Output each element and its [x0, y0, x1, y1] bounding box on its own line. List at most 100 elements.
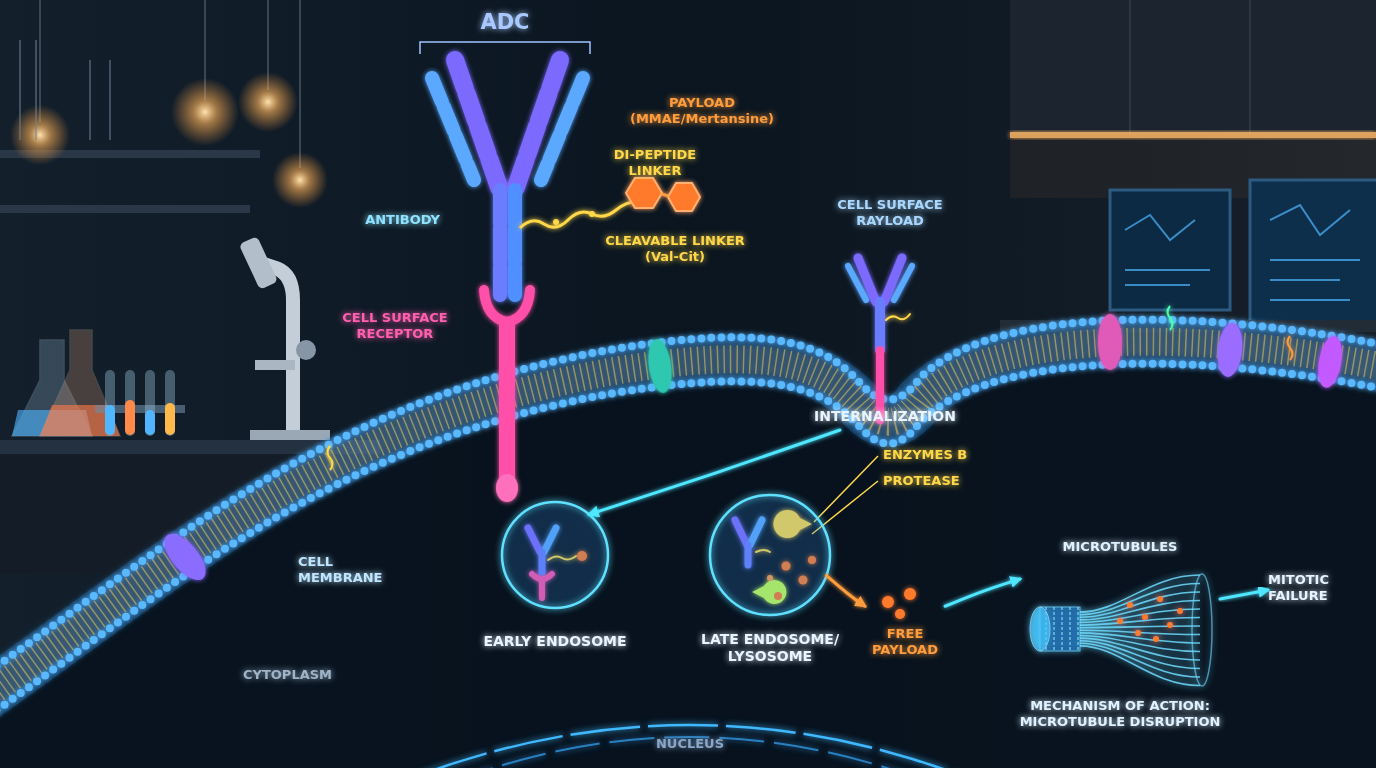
- lab-right: [1125, 215, 1210, 285]
- membrane-protein: [1168, 306, 1173, 330]
- lab-right: [1249, 0, 1251, 135]
- linker: [589, 211, 595, 217]
- antibody: [455, 60, 500, 190]
- node-heading: INTERNALIZATION: [800, 408, 970, 425]
- membrane-protein: [157, 527, 213, 587]
- region-label: CYTOPLASM: [243, 667, 373, 683]
- lab-right: [1010, 132, 1376, 138]
- cell-membrane: [0, 364, 1376, 722]
- flow-arrow: [945, 579, 1020, 606]
- lab-right: [1250, 180, 1376, 330]
- node-heading: LATE ENDOSOME/ LYSOSOME: [680, 631, 860, 665]
- payload-dot: [1142, 614, 1148, 620]
- lab-left: [145, 370, 155, 436]
- microtubule-cylinder: [1192, 574, 1212, 686]
- payload-dot: [1117, 618, 1123, 624]
- lab-left: [125, 370, 135, 436]
- receptor-label: CELL SURFACE RECEPTOR: [330, 310, 460, 342]
- microtubule-filament: [1080, 646, 1200, 686]
- cell-membrane: [0, 320, 1376, 722]
- node-heading: FREE PAYLOAD: [865, 626, 945, 658]
- lab-left: [171, 78, 239, 146]
- lysosome-circle-outline: [708, 493, 832, 617]
- lab-left: [20, 40, 36, 140]
- nucleus-arc: [450, 737, 930, 768]
- lab-left: [40, 330, 120, 436]
- microtubule-cylinder: [1070, 607, 1071, 651]
- node-heading: EARLY ENDOSOME: [455, 633, 655, 650]
- microtubule-cylinder: [1054, 607, 1055, 651]
- flow-arrow: [608, 554, 710, 557]
- lab-left: [255, 360, 295, 370]
- payload-label: CELL SURFACE RAYLOAD: [825, 197, 955, 229]
- lysosome-circle: [710, 495, 830, 615]
- cell-surface-receptor: [484, 290, 530, 502]
- antibody: [508, 190, 522, 295]
- payload-dot: [1177, 608, 1183, 614]
- free-payload-dots: [882, 588, 916, 619]
- internalizing-adc: [894, 266, 912, 300]
- cell-surface-receptor: [496, 474, 518, 502]
- membrane-protein: [1215, 322, 1245, 378]
- microtubule-bundle: MICROTUBULESMECHANISM OF ACTION: MICROTU…: [1020, 535, 1220, 735]
- membrane-protein: [1288, 336, 1293, 360]
- nucleus-arc: [420, 725, 960, 768]
- free-payload-dots: [882, 596, 894, 608]
- enzyme-label: ENZYMES B: [883, 447, 1003, 463]
- lab-right: [1270, 205, 1360, 300]
- linker-label: CLEAVABLE LINKER (Val-Cit): [595, 233, 755, 265]
- lab-left: [39, 0, 41, 122]
- lab-left: [238, 72, 298, 132]
- lab-right: [1000, 0, 1376, 332]
- membrane-protein: [1098, 314, 1122, 370]
- payload-label: PAYLOAD (MMAE/Mertansine): [622, 95, 782, 127]
- lab-left: [90, 60, 110, 140]
- membrane-protein: [328, 446, 333, 470]
- lab-left: [0, 205, 250, 213]
- internalizing-adc: [886, 314, 910, 320]
- endosome-circle: EARLY ENDOSOME: [500, 500, 610, 610]
- lab-left: [105, 370, 115, 436]
- cell-membrane: [0, 342, 1376, 700]
- free-payload-dots: [895, 609, 905, 619]
- lab-left: [40, 405, 120, 436]
- lab-left: [250, 430, 330, 440]
- lab-left: [125, 400, 135, 435]
- linker-label: DI-PEPTIDE LINKER: [600, 147, 710, 179]
- node-caption: MECHANISM OF ACTION: MICROTUBULE DISRUPT…: [1005, 698, 1235, 730]
- microtubule-filament: [1080, 618, 1200, 626]
- lab-left: [296, 340, 316, 360]
- adc-title: ADC: [455, 10, 555, 36]
- linker: [520, 202, 640, 228]
- lab-right: [1010, 0, 1376, 135]
- antibody: [432, 60, 583, 295]
- microtubule-bundle: [1030, 574, 1212, 686]
- microtubule-cylinder: [1078, 607, 1079, 651]
- cell-membrane: [0, 342, 1376, 700]
- internalizing-adc: [875, 302, 885, 350]
- membrane-protein: [1315, 334, 1346, 389]
- lysosome-circle: LATE ENDOSOME/ LYSOSOME: [708, 493, 832, 617]
- free-payload-dots: [904, 588, 916, 600]
- flow-arrow: [1220, 590, 1268, 599]
- antibody: [515, 60, 560, 190]
- adc-bracket: [420, 42, 590, 54]
- nucleus-arc: [420, 725, 960, 768]
- membrane-label: CELL MEMBRANE: [298, 554, 388, 586]
- membrane-protein: [645, 338, 674, 395]
- lab-left: [272, 152, 328, 208]
- outcome-step: MITOTIC FAILURE: [1268, 570, 1368, 610]
- endosome-circle-outline: [500, 500, 610, 610]
- lab-left: [165, 403, 175, 435]
- endosome-circle: [502, 502, 608, 608]
- microtubule-cylinder: [1030, 607, 1050, 651]
- microtubule-filament: [1080, 626, 1200, 628]
- microtubule-filament: [1080, 601, 1200, 620]
- cell-surface-receptor: [499, 318, 515, 488]
- antibody: [493, 190, 507, 295]
- leader-line: [812, 456, 878, 534]
- flow-arrow: [826, 576, 865, 607]
- payload-dot: [1157, 596, 1163, 602]
